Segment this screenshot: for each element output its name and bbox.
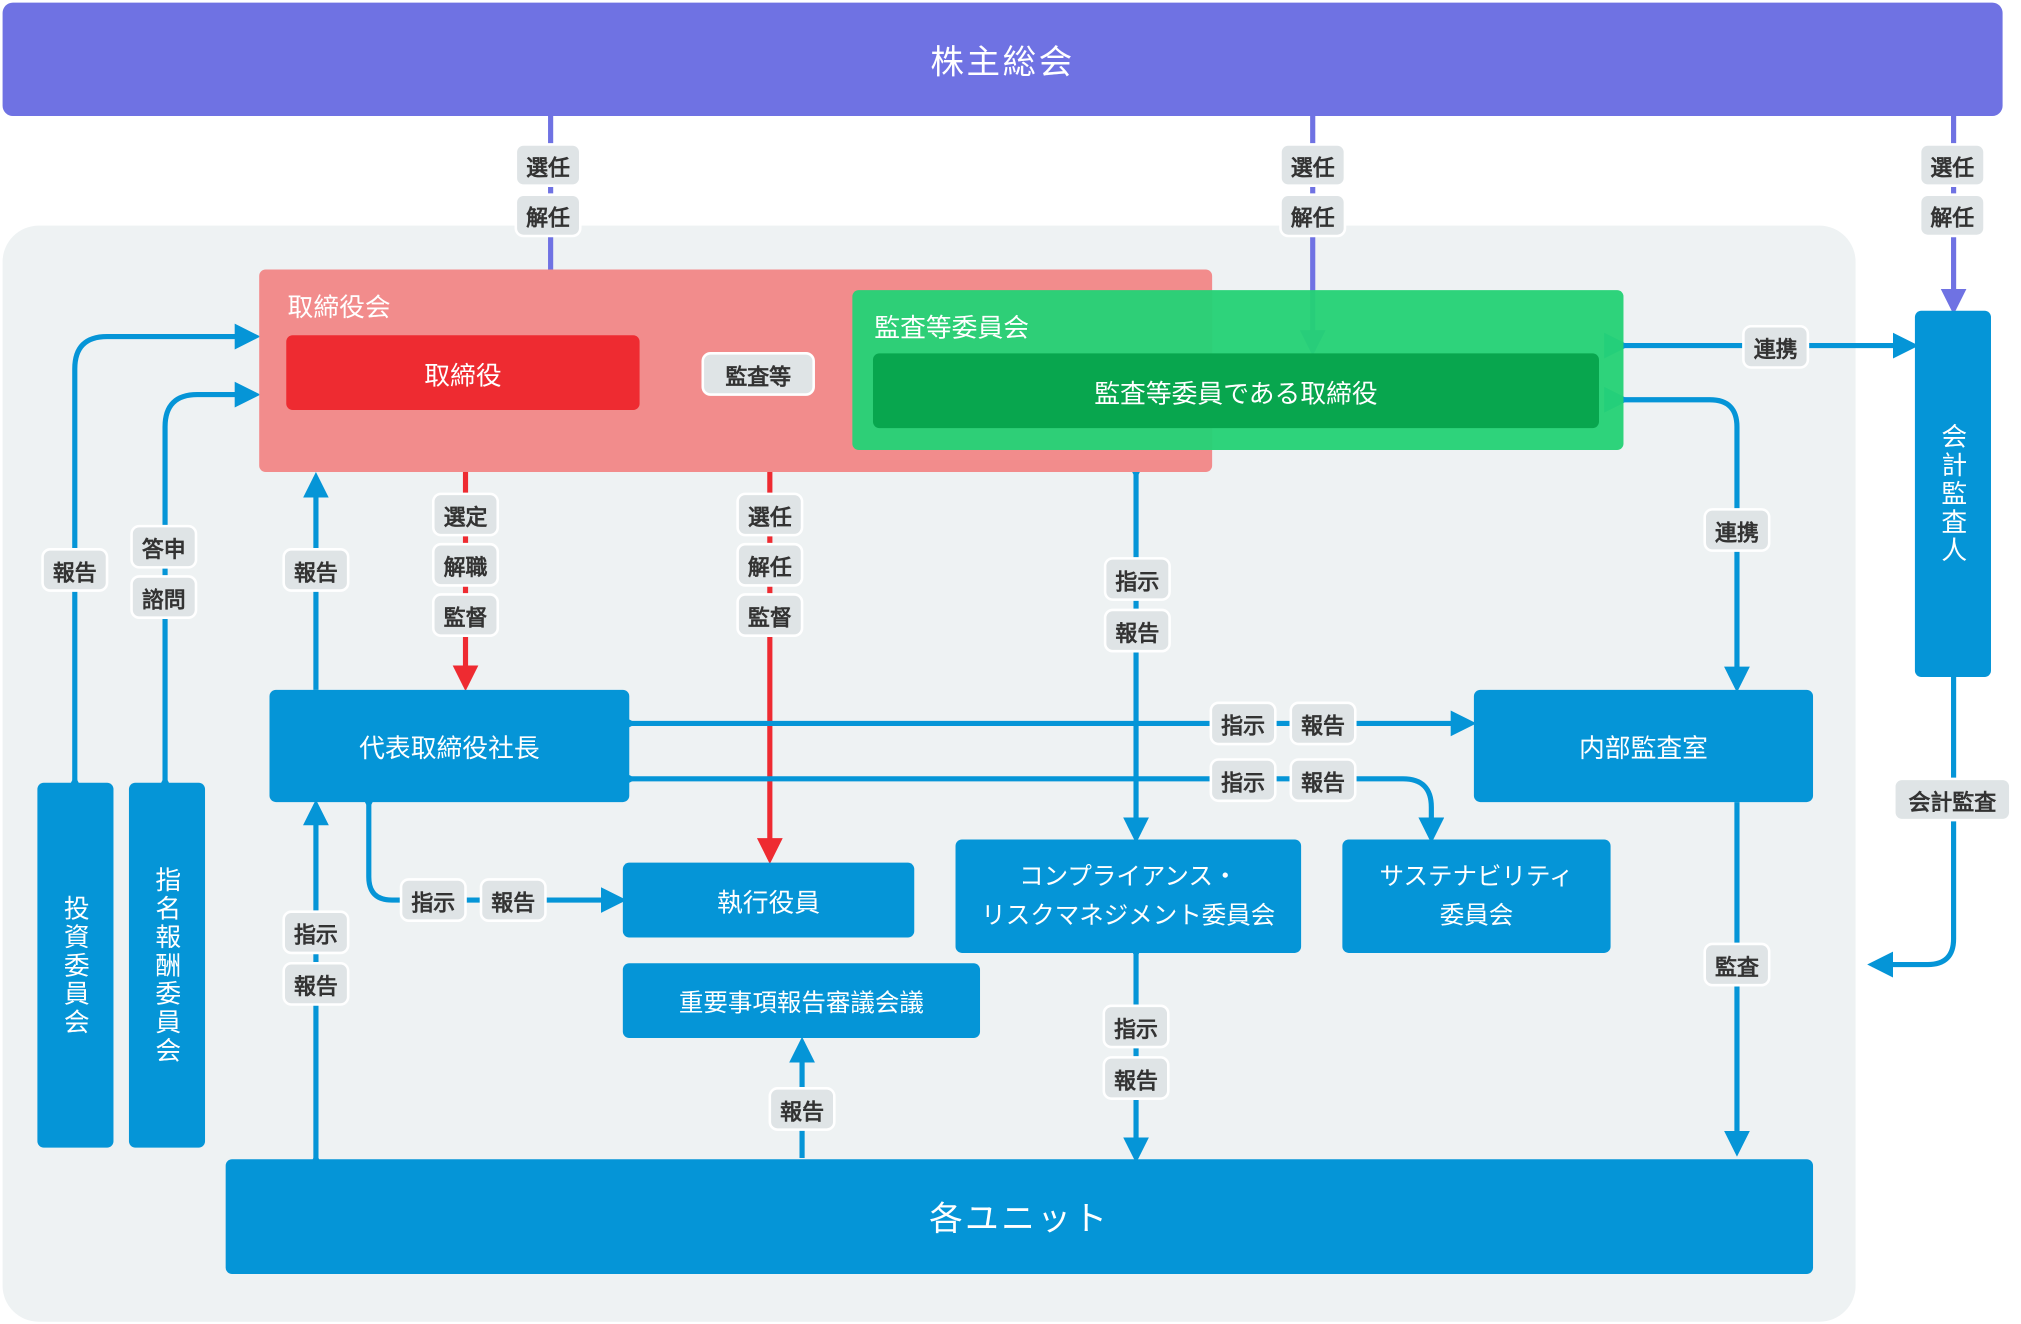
label-report-council: 報告	[768, 1087, 836, 1131]
president-box: 代表取締役社長	[269, 689, 630, 803]
label-instruct-sustain: 指示	[1209, 758, 1277, 803]
label-answer: 答申	[130, 524, 198, 569]
important-matters-council: 重要事項報告審議会議	[622, 963, 981, 1039]
label-consult: 諮問	[130, 575, 198, 619]
label-report-units: 報告	[282, 961, 350, 1006]
internal-audit-office: 内部監査室	[1473, 689, 1814, 803]
sustainability-committee: サステナビリティ 委員会	[1342, 839, 1611, 953]
label-report-exec: 報告	[479, 878, 547, 922]
compliance-line-2: リスクマネジメント委員会	[981, 901, 1276, 930]
label-instruct-audit: 指示	[1103, 557, 1171, 601]
label-instruct-exec: 指示	[399, 878, 467, 922]
label-dismiss-3: 解任	[1918, 193, 1986, 238]
label-audit: 監査	[1703, 942, 1771, 987]
sustainability-line-1: サステナビリティ	[1379, 862, 1574, 892]
label-report-president: 報告	[282, 548, 350, 592]
label-appoint-4: 選任	[736, 492, 804, 537]
label-audit-etc: 監査等	[701, 352, 815, 396]
label-report-investment: 報告	[41, 548, 109, 592]
label-report-audit: 報告	[1103, 608, 1171, 653]
label-select: 選定	[431, 492, 500, 537]
label-report-sustain: 報告	[1289, 758, 1357, 803]
label-appoint-3: 選任	[1918, 143, 1986, 187]
label-instruct-internal: 指示	[1209, 701, 1277, 746]
label-dismiss-2: 解任	[1279, 193, 1347, 238]
accounting-auditor: 会計監査人	[1914, 310, 1991, 677]
label-instruct-compliance: 指示	[1102, 1004, 1170, 1049]
label-report-compliance: 報告	[1102, 1056, 1170, 1100]
label-cooperate-2: 連携	[1703, 508, 1771, 552]
compliance-line-1: コンプライアンス・	[1019, 862, 1238, 892]
label-dismiss-1: 解任	[514, 193, 582, 238]
compliance-risk-committee: コンプライアンス・ リスクマネジメント委員会	[955, 839, 1302, 953]
nomination-compensation-committee: 指名報酬委員会	[128, 782, 206, 1148]
business-units: 各ユニット	[225, 1159, 1814, 1275]
investment-committee: 投資委員会	[37, 782, 114, 1148]
directors-box: 取締役	[286, 335, 640, 411]
label-report-internal: 報告	[1289, 701, 1357, 746]
sustainability-line-2: 委員会	[1439, 901, 1514, 930]
label-cooperate-1: 連携	[1742, 324, 1810, 369]
label-supervise-2: 監督	[736, 593, 804, 638]
label-dismiss-4: 解任	[736, 542, 804, 587]
label-appoint-2: 選任	[1279, 143, 1347, 187]
label-remove: 解職	[431, 542, 500, 587]
audit-committee-directors: 監査等委員である取締役	[872, 353, 1599, 429]
board-title: 取締役会	[287, 291, 391, 323]
audit-committee-title: 監査等委員会	[874, 312, 1030, 344]
label-accounting-audit: 会計監査	[1892, 777, 2012, 822]
label-supervise-1: 監督	[431, 593, 500, 638]
label-instruct-units: 指示	[282, 910, 350, 955]
executive-officers: 執行役員	[622, 862, 915, 938]
shareholders-meeting: 株主総会	[2, 2, 2003, 117]
label-appoint-1: 選任	[514, 143, 582, 187]
